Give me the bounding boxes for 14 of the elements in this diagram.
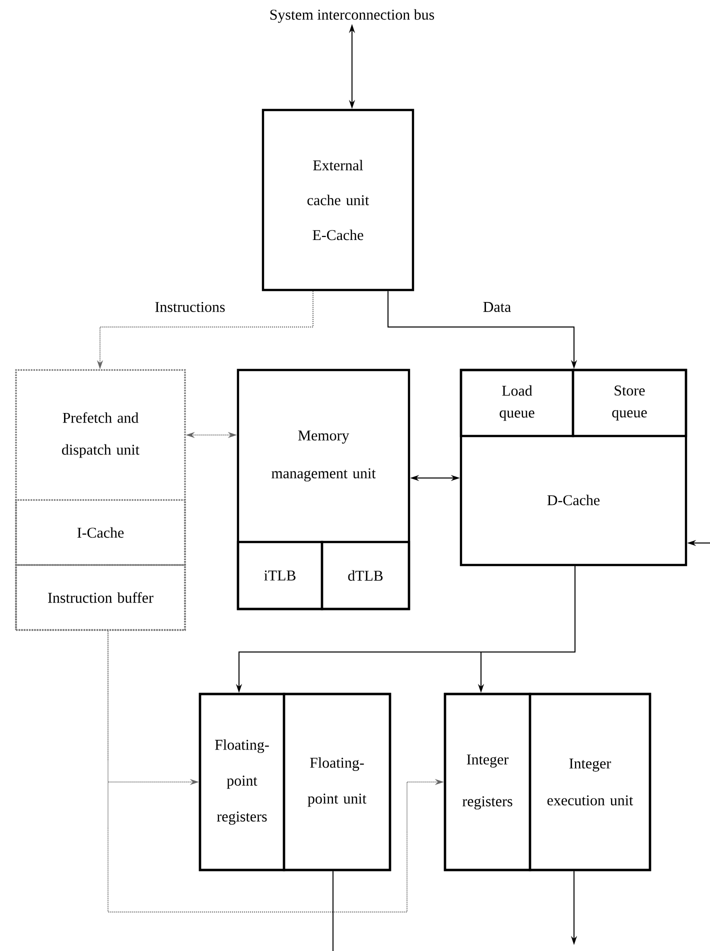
section-box: Load queue: [460, 368, 574, 438]
section-box: Integer execution unit: [528, 692, 652, 872]
unit-box: External cache unit E-Cache: [262, 108, 414, 292]
section-box: Integer registers: [444, 692, 532, 872]
edge-label: Data: [482, 301, 512, 313]
edge-label: Instructions: [154, 301, 226, 314]
section-box: Floating-point registers: [198, 692, 286, 872]
section-box: Store queue: [572, 368, 688, 438]
section-box: dTLB: [320, 540, 410, 610]
section-box: Floating-point unit: [282, 692, 392, 872]
section-box: Instruction buffer: [15, 564, 186, 631]
section-box: iTLB: [236, 540, 324, 610]
bus-label: System interconnection bus: [270, 9, 434, 23]
section-box: I-Cache: [15, 499, 186, 566]
